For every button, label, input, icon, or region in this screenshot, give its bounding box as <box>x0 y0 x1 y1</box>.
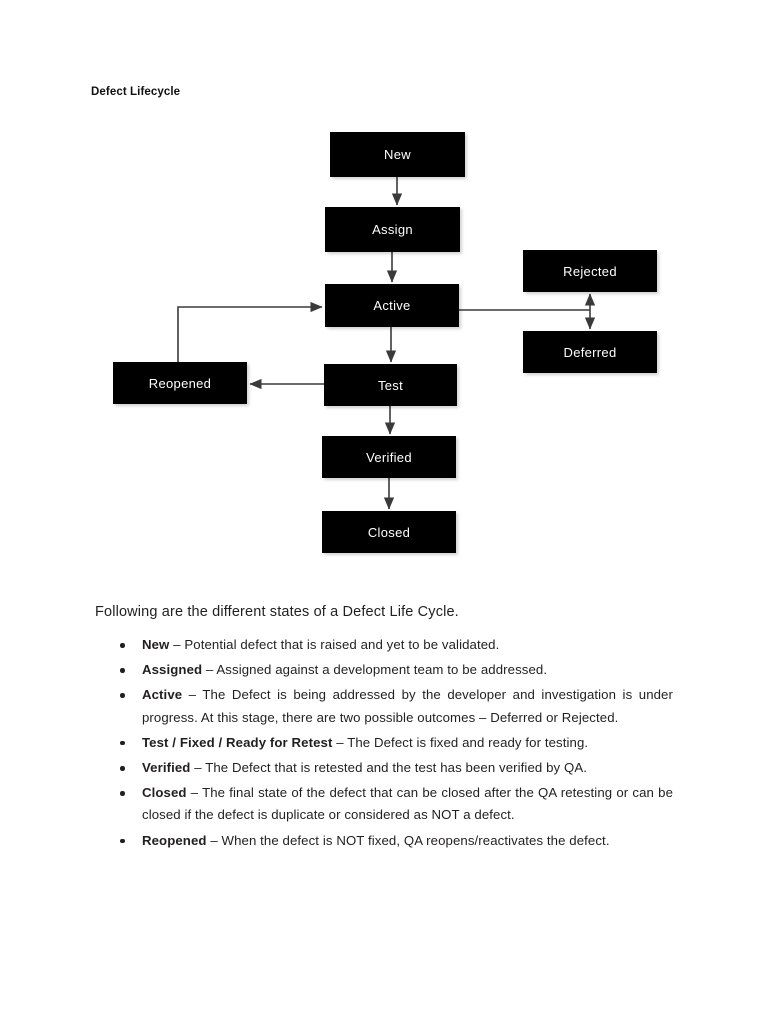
flow-node-reopened[interactable]: Reopened <box>113 362 247 404</box>
flow-node-rejected-label: Rejected <box>563 263 617 279</box>
state-description: The Defect is fixed and ready for testin… <box>347 734 589 750</box>
state-definition-item: Closed – The final state of the defect t… <box>95 782 673 826</box>
edge-reopened-to-active <box>177 301 323 362</box>
state-term: New <box>142 637 170 652</box>
state-definition-item: Test / Fixed / Ready for Retest – The De… <box>95 732 673 754</box>
flow-node-new[interactable]: New <box>330 132 465 177</box>
state-definition-item: New – Potential defect that is raised an… <box>95 634 673 656</box>
state-description: The final state of the defect that can b… <box>142 785 674 823</box>
state-description: Potential defect that is raised and yet … <box>184 637 500 652</box>
flow-node-verified-label: Verified <box>366 449 412 465</box>
flow-node-rejected[interactable]: Rejected <box>523 250 657 292</box>
flow-node-assign-label: Assign <box>372 222 413 237</box>
flowchart-connectors <box>177 177 596 510</box>
state-dash: – <box>202 662 217 678</box>
state-term: Reopened <box>142 832 207 848</box>
flow-node-closed[interactable]: Closed <box>322 511 456 553</box>
state-dash: – <box>169 637 185 652</box>
state-definition-item: Assigned – Assigned against a developmen… <box>95 659 673 681</box>
state-definition-item: Reopened – When the defect is NOT fixed,… <box>95 830 673 852</box>
flow-node-deferred[interactable]: Deferred <box>523 331 657 373</box>
page-title: Defect Lifecycle <box>91 86 181 98</box>
state-dash: – <box>206 832 222 848</box>
flow-node-test-label: Test <box>377 377 404 393</box>
state-dash: – <box>186 785 203 801</box>
flow-node-active[interactable]: Active <box>325 284 459 327</box>
flow-node-reopened-label: Reopened <box>148 375 212 391</box>
flow-node-verified[interactable]: Verified <box>322 436 456 478</box>
flow-node-deferred-label: Deferred <box>563 344 617 360</box>
state-dash: – <box>332 734 348 750</box>
state-term: Active <box>142 687 183 703</box>
intro-paragraph: Following are the different states of a … <box>95 604 459 620</box>
defect-lifecycle-flowchart: New Assign Active Rejected Deferred Reop… <box>113 132 657 553</box>
state-term: Closed <box>142 785 187 801</box>
flow-node-closed-label: Closed <box>367 524 411 540</box>
flow-node-active-label: Active <box>373 298 411 313</box>
state-description: When the defect is NOT fixed, QA reopens… <box>221 832 610 848</box>
state-dash: – <box>182 687 203 703</box>
state-description: The Defect is being addressed by the dev… <box>142 687 673 725</box>
state-dash: – <box>190 760 206 776</box>
flow-node-new-label: New <box>384 147 411 162</box>
state-definition-item: Active – The Defect is being addressed b… <box>95 684 673 728</box>
state-term: Verified <box>142 760 191 776</box>
state-description: The Defect that is retested and the test… <box>205 760 588 776</box>
state-term: Test / Fixed / Ready for Retest <box>142 734 333 750</box>
state-description: Assigned against a development team to b… <box>216 662 548 678</box>
state-term: Assigned <box>142 662 203 678</box>
state-definition-item: Verified – The Defect that is retested a… <box>95 757 673 779</box>
flow-node-assign[interactable]: Assign <box>325 207 460 252</box>
flow-node-test[interactable]: Test <box>324 364 457 406</box>
state-definition-list: New – Potential defect that is raised an… <box>95 634 673 855</box>
